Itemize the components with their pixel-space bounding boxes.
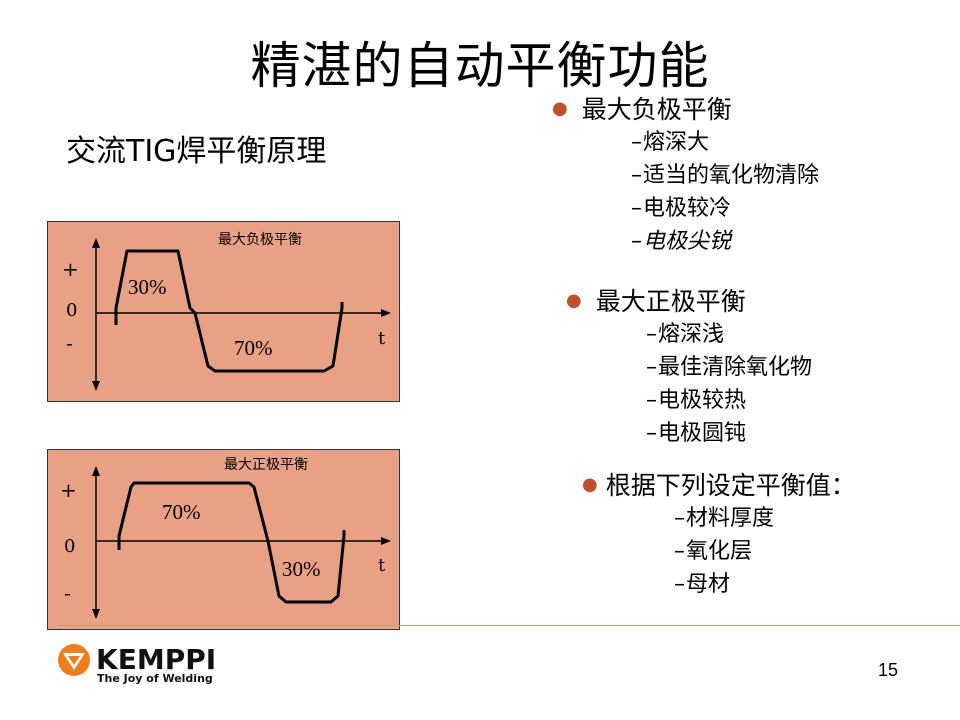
zero-label: 0 bbox=[64, 536, 75, 557]
list-item: –最佳清除氧化物 bbox=[646, 355, 813, 380]
list-item: –熔深浅 bbox=[646, 322, 725, 347]
bullet-heading-text: 最大正极平衡 bbox=[595, 287, 746, 316]
negative-percent-label: 70% bbox=[234, 336, 273, 360]
bullet-heading: ● 根据下列设定平衡值： bbox=[582, 466, 856, 502]
plus-label: + bbox=[62, 257, 79, 281]
logo-tagline: The Joy of Welding bbox=[97, 672, 213, 685]
minus-label: - bbox=[66, 331, 73, 355]
y-axis-arrow-up bbox=[92, 238, 100, 248]
bullet-group-set-balance: ● 根据下列设定平衡值： –材料厚度 –氧化层 –母材 bbox=[582, 466, 856, 601]
y-axis-arrow-down bbox=[92, 609, 100, 619]
time-axis-label: t bbox=[378, 328, 386, 349]
footer-divider bbox=[58, 625, 960, 626]
bullet-heading: ● 最大负极平衡 bbox=[552, 90, 819, 126]
bullet-heading-text: 根据下列设定平衡值： bbox=[605, 471, 856, 500]
bullet-heading-text: 最大负极平衡 bbox=[581, 95, 732, 124]
page-number: 15 bbox=[878, 660, 899, 680]
bullet-group-max-positive: ● 最大正极平衡 –熔深浅 –最佳清除氧化物 –电极较热 –电极圆钝 bbox=[566, 282, 812, 450]
waveform-line bbox=[114, 249, 344, 373]
diagram-label: 最大负极平衡 bbox=[218, 232, 302, 248]
slide-subtitle: 交流TIG焊平衡原理 bbox=[66, 134, 327, 169]
positive-percent-label: 30% bbox=[128, 275, 167, 299]
bullet-group-max-negative: ● 最大负极平衡 –熔深大 –适当的氧化物清除 –电极较冷 –电极尖锐 bbox=[552, 90, 819, 258]
logo-wordmark: KEMPPI bbox=[96, 643, 217, 676]
bullet-dot-icon: ● bbox=[552, 97, 568, 119]
x-axis-arrow bbox=[381, 537, 391, 545]
list-item: –电极尖锐 bbox=[631, 229, 732, 254]
x-axis-arrow bbox=[381, 309, 391, 317]
y-axis-arrow-up bbox=[92, 466, 100, 476]
list-item: –适当的氧化物清除 bbox=[631, 163, 820, 188]
list-item: –电极较热 bbox=[646, 388, 747, 413]
time-axis-label: t bbox=[378, 555, 386, 576]
list-item: –母材 bbox=[674, 572, 731, 597]
waveform-line bbox=[117, 481, 346, 604]
positive-percent-label: 70% bbox=[162, 500, 201, 524]
minus-label: - bbox=[64, 581, 71, 605]
waveform-panel-max-positive: 最大正极平衡 + 0 - t 70% 30% bbox=[47, 449, 400, 630]
list-item: –电极较冷 bbox=[631, 196, 732, 221]
negative-percent-label: 30% bbox=[282, 557, 321, 581]
diagram-label: 最大正极平衡 bbox=[224, 457, 308, 473]
bullet-dot-icon: ● bbox=[566, 289, 582, 311]
bullet-dot-icon: ● bbox=[582, 473, 598, 495]
waveform-panel-max-negative: 最大负极平衡 + 0 - t 30% 70% bbox=[47, 221, 400, 402]
bullet-heading: ● 最大正极平衡 bbox=[566, 282, 812, 318]
waveform-chart: 最大正极平衡 + 0 - t 70% 30% bbox=[60, 457, 391, 619]
list-item: –电极圆钝 bbox=[646, 421, 747, 446]
slide-title: 精湛的自动平衡功能 bbox=[250, 37, 710, 95]
zero-label: 0 bbox=[66, 300, 77, 321]
list-item: –材料厚度 bbox=[674, 506, 775, 531]
kemppi-logo-icon bbox=[58, 644, 90, 676]
list-item: –熔深大 bbox=[631, 130, 710, 155]
y-axis-arrow-down bbox=[92, 381, 100, 391]
list-item: –氧化层 bbox=[674, 539, 753, 564]
waveform-chart: 最大负极平衡 + 0 - t 30% 70% bbox=[62, 232, 391, 391]
plus-label: + bbox=[60, 478, 77, 502]
